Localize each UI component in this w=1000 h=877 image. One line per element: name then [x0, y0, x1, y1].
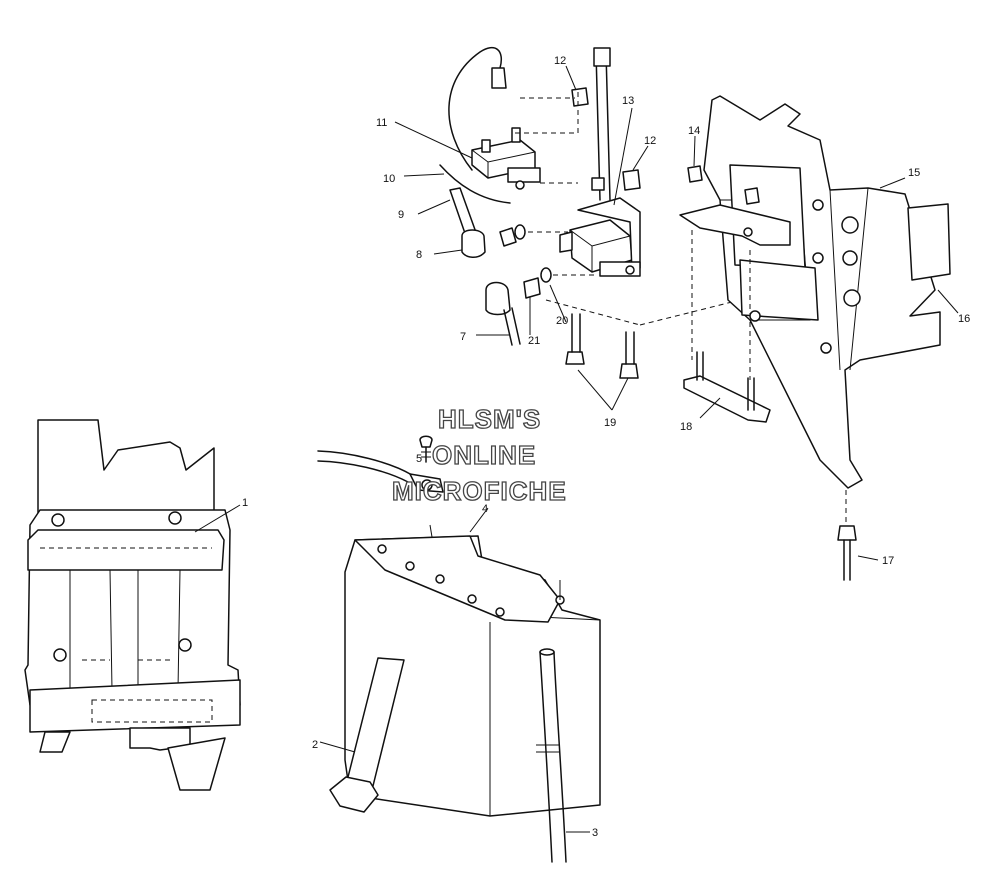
watermark-line-2: ONLINE: [432, 440, 536, 470]
callout-12-right: 12: [644, 135, 656, 147]
callout-3: 3: [592, 827, 598, 839]
solenoid-assembly: [439, 47, 781, 379]
battery-strap-part: [319, 657, 405, 813]
callout-12-top: 12: [554, 55, 566, 67]
battery-cable-part: [317, 435, 444, 493]
callout-2: 2: [312, 739, 318, 751]
watermark-line-3: MICROFICHE: [392, 476, 567, 506]
vent-tube-part: [536, 648, 590, 863]
watermark-line-1: HLSM'S: [438, 404, 541, 434]
callout-21: 21: [528, 335, 540, 347]
callout-19: 19: [604, 417, 616, 429]
mounting-bracket-part: [679, 95, 951, 581]
leader-lines: [394, 65, 959, 561]
callout-11: 11: [376, 117, 387, 129]
callout-14: 14: [688, 125, 700, 137]
callout-labels: 1 2 3 4 5 7 8 9 10 11 12 12 13 14 15 16 …: [242, 55, 970, 839]
callout-7: 7: [460, 331, 466, 343]
battery-part: [344, 507, 601, 817]
callout-9: 9: [398, 209, 404, 221]
callout-18: 18: [680, 421, 692, 433]
callout-8: 8: [416, 249, 422, 261]
callout-5: 5: [416, 453, 422, 465]
callout-17: 17: [882, 555, 894, 567]
watermark: HLSM'S ONLINE MICROFICHE: [391, 403, 567, 506]
callout-15: 15: [908, 167, 920, 179]
callout-13: 13: [622, 95, 634, 107]
callout-16: 16: [958, 313, 970, 325]
battery-holder-part: [24, 419, 241, 791]
callout-4: 4: [482, 503, 488, 515]
callout-20: 20: [556, 315, 568, 327]
callout-1: 1: [242, 497, 248, 509]
callout-10: 10: [383, 173, 395, 185]
